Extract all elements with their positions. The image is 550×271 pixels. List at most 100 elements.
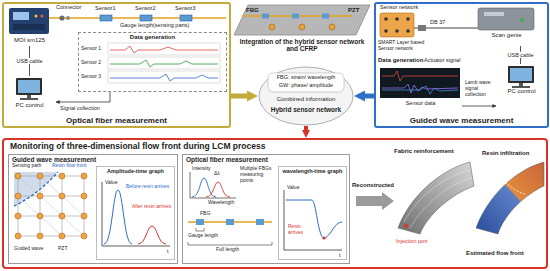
graph-axes <box>284 190 342 250</box>
text-label: Sensor2 <box>135 5 156 11</box>
text-label: PZT <box>348 7 359 14</box>
node-text: GW: phase/ amplitude <box>268 82 344 88</box>
cfrp-shape <box>234 5 370 35</box>
text-label: Intensity <box>192 166 211 172</box>
fbg-sensor <box>196 219 204 225</box>
device-led <box>41 15 44 18</box>
pzt-symbol <box>59 173 65 179</box>
connector-arrow <box>365 94 374 99</box>
scan-device: Scan genie <box>470 6 543 46</box>
plot-frame <box>108 43 220 55</box>
text-label: Multiple FBGs measuring points <box>240 166 278 183</box>
signal-graph: Sensor data <box>378 66 463 112</box>
pc-illustration <box>16 78 42 100</box>
pzt-symbol <box>15 213 21 219</box>
plot-frame <box>108 71 220 83</box>
pzt-symbol <box>81 173 87 179</box>
text-label: Full length <box>216 247 239 253</box>
pzt-symbol <box>81 233 87 239</box>
connector-symbol <box>66 16 70 20</box>
fbg-sensor <box>292 14 299 19</box>
node-text: Guided wave measurement <box>376 116 547 125</box>
node-text: Monitoring of three-dimensional flow fro… <box>10 142 265 152</box>
connector-arrow <box>304 126 308 130</box>
text-label: Wavelength <box>208 200 234 206</box>
node-text: PC control <box>6 102 53 109</box>
pc-illustration <box>508 66 534 88</box>
pzt-symbol <box>15 193 21 199</box>
text-label: Sensor network <box>380 4 418 10</box>
node-text: Amplitude-time graph <box>97 168 174 174</box>
measurement-panel: MOI sm125PC controlData generationOptica… <box>2 2 231 128</box>
node-text: wavelength-time graph <box>279 168 346 174</box>
node-text: Integration of the hybrid sensor network… <box>236 38 368 53</box>
fbg-sensor <box>140 15 152 21</box>
pc-station: PC control <box>6 76 53 118</box>
text-label: Sensor 2 <box>81 60 101 66</box>
flow-front <box>14 172 58 206</box>
text-label: Sensor1 <box>95 5 116 11</box>
actuator-trace <box>382 71 458 81</box>
pzt-symbol <box>15 173 21 179</box>
text-label: After resin arrives <box>132 204 172 210</box>
pzt-symbol <box>59 193 65 199</box>
sensing-paths <box>18 176 84 236</box>
text-label: Resin infiltration <box>482 150 529 157</box>
text-label: Injection port <box>396 238 428 244</box>
connector-arrow <box>231 94 247 99</box>
pzt-symbol <box>81 193 87 199</box>
fbg-sensor <box>100 15 112 21</box>
node-text: FBG: strain/ wavelength <box>268 74 344 80</box>
device-led <box>35 15 38 18</box>
dimension-bracket <box>188 242 272 245</box>
text-label: t <box>167 248 169 254</box>
text-label: Sensor3 <box>175 5 196 11</box>
wavelength-curve <box>286 200 342 238</box>
pzt-dot <box>395 29 399 33</box>
connector-symbol <box>59 15 64 20</box>
text-label: Estimated flow front <box>466 250 524 257</box>
pc-station: PC control <box>498 64 545 108</box>
sensing-path <box>18 176 84 236</box>
amplitude-curve <box>104 190 132 244</box>
ellipse-shape <box>259 67 353 125</box>
text-label: Δλ <box>214 171 220 177</box>
pzt-symbol <box>269 24 275 30</box>
device-led <box>520 18 524 22</box>
signal-trace <box>110 60 218 67</box>
sensor-trace <box>382 86 458 94</box>
text-label: Gauge length(sensing parts) <box>120 22 189 28</box>
monitor <box>508 66 534 83</box>
pzt-symbol <box>59 233 65 239</box>
fbg-sensor <box>262 14 269 19</box>
connector-label: USB cable <box>507 52 535 58</box>
injection-port <box>404 224 408 228</box>
text-label: PZT <box>58 246 67 252</box>
device-panel <box>13 24 45 30</box>
text-label: Sensor 1 <box>81 46 101 52</box>
pzt-symbol <box>37 213 43 219</box>
node-text: Scan genie <box>470 32 543 39</box>
text-label: FBG <box>246 7 259 14</box>
scan-device-body <box>478 8 534 30</box>
signal-arrow <box>56 92 110 102</box>
fabric-figure <box>398 162 474 234</box>
hybrid-ellipse: FBG: strain/ wavelengthGW: phase/ amplit… <box>258 66 354 126</box>
node-text: Sensor data <box>378 100 463 106</box>
text-label: Fabric reinforcement <box>394 148 454 155</box>
text-label: t <box>339 252 341 258</box>
spectrum-peak <box>206 182 230 197</box>
node-text: Optical fiber measurement <box>186 156 268 163</box>
signal-arrow <box>462 106 496 107</box>
monitor-base <box>512 86 530 88</box>
fbg-sensor <box>322 14 329 19</box>
signal-trace <box>110 46 218 53</box>
text-label: DB 37 <box>430 19 445 25</box>
signal-trace <box>110 74 218 81</box>
optical-fiber <box>49 17 226 18</box>
pzt-symbol <box>299 24 305 30</box>
device-screen <box>13 12 29 20</box>
monitor-stand <box>519 83 523 86</box>
device-body <box>9 8 49 34</box>
text-label: FBG <box>200 211 210 217</box>
